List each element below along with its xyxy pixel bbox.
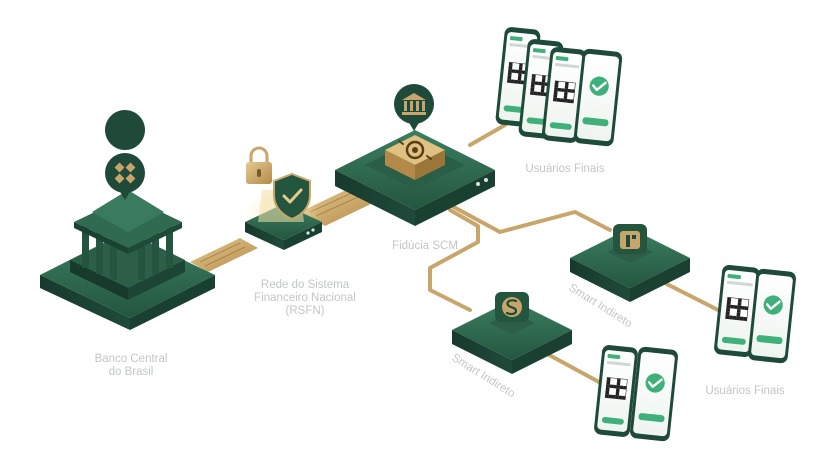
qr-code-icon (604, 377, 628, 400)
usuarios-finais-right-text: Usuários Finais (705, 385, 785, 397)
end-user-phones (495, 27, 797, 442)
rsfn-label-line2: Financeiro Nacional (254, 292, 356, 304)
fiducia-scm-node (335, 84, 495, 226)
rsfn-label-line3: (RSFN) (285, 305, 325, 317)
phone-right-1 (714, 264, 760, 358)
phone-bottom-2 (629, 346, 679, 442)
fiducia-scm-label: Fidúcia SCM (380, 240, 470, 253)
check-circle-icon (763, 295, 783, 315)
s-logo-icon (495, 292, 529, 322)
usuarios-finais-top-text: Usuários Finais (525, 163, 605, 175)
i-logo-icon (613, 224, 647, 254)
bank-building-icon (394, 84, 434, 131)
banco-central-label-line2: do Brasil (108, 366, 154, 378)
check-circle-icon (645, 373, 665, 393)
phone-right-2 (747, 268, 797, 364)
qr-code-icon (552, 80, 576, 104)
qr-code-icon (506, 61, 530, 85)
shield-check-icon (273, 172, 311, 221)
banco-central-node (40, 110, 215, 330)
rsfn-label-line1: Rede do Sistema (260, 279, 350, 291)
usuarios-finais-top-label: Usuários Finais (510, 163, 620, 176)
usuarios-finais-right-label: Usuários Finais (690, 385, 800, 398)
phone-top-3 (541, 47, 587, 143)
rsfn-label: Rede do Sistema Financeiro Nacional (RSF… (230, 279, 380, 318)
fiducia-scm-label-text: Fidúcia SCM (392, 240, 458, 252)
check-circle-icon (589, 76, 609, 96)
phone-bottom-1 (594, 345, 638, 437)
padlock-icon (246, 146, 272, 184)
smart-indireto-right-node (570, 224, 690, 302)
gear-sync-icon (385, 135, 445, 180)
banco-central-label: Banco Central do Brasil (76, 353, 186, 379)
data-bridge-left (190, 238, 258, 272)
smart-indireto-bottom-node (452, 292, 572, 374)
qr-code-icon (725, 297, 750, 322)
bank-building (70, 190, 185, 300)
phone-top-4 (573, 48, 623, 147)
bcb-logo-icon (105, 110, 146, 200)
rsfn-node (244, 146, 322, 250)
banco-central-label-line1: Banco Central (94, 353, 168, 365)
